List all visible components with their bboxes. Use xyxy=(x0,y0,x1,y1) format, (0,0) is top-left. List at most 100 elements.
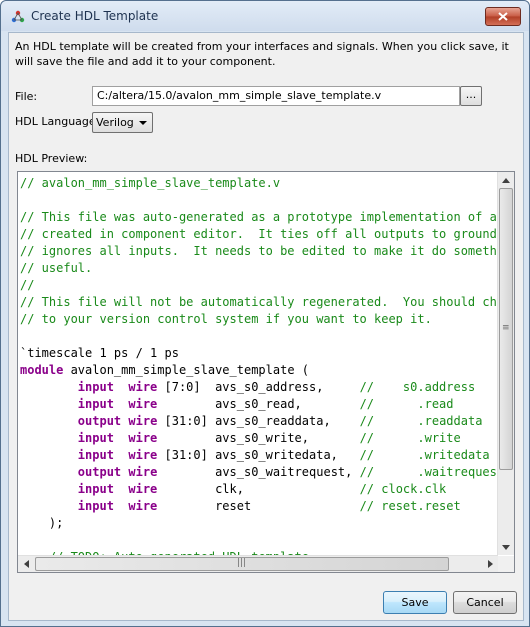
code-line: // avalon_mm_simple_slave_template.v xyxy=(20,175,500,192)
code-keyword: module xyxy=(20,363,64,377)
file-path-input[interactable]: C:/altera/15.0/avalon_mm_simple_slave_te… xyxy=(92,86,460,106)
code-text-segment: [31:0] avs_s0_writedata, xyxy=(157,448,360,462)
code-comment: // .write xyxy=(359,431,461,445)
code-keyword: wire xyxy=(128,431,158,445)
code-text-segment xyxy=(114,482,128,496)
code-keyword: output xyxy=(77,414,122,428)
code-line: ); xyxy=(20,515,500,532)
code-text-segment xyxy=(20,499,78,513)
code-keyword: input xyxy=(77,431,114,445)
code-text: // avalon_mm_simple_slave_template.v // T… xyxy=(20,175,500,555)
dropdown-arrow-icon xyxy=(139,121,147,125)
code-keyword: output xyxy=(77,465,122,479)
code-text-segment xyxy=(20,431,78,445)
horizontal-scroll-thumb[interactable]: ||| xyxy=(35,557,449,571)
code-line: module avalon_mm_simple_slave_template ( xyxy=(20,362,500,379)
code-line: // This file will not be automatically r… xyxy=(20,294,500,311)
code-comment: // s0.address xyxy=(359,380,476,394)
hdl-language-value: Verilog xyxy=(96,116,134,129)
app-icon xyxy=(11,10,25,23)
code-comment: // This file will not be automatically r… xyxy=(20,295,500,309)
code-line: input wire [7:0] avs_s0_address, // s0.a… xyxy=(20,379,500,396)
code-line: // to your version control system if you… xyxy=(20,311,500,328)
code-comment: // .readdata xyxy=(359,414,483,428)
code-line: // useful. xyxy=(20,260,500,277)
intro-text: An HDL template will be created from you… xyxy=(15,40,509,68)
scroll-up-icon[interactable] xyxy=(498,172,514,188)
code-line: input wire avs_s0_write, // .write xyxy=(20,430,500,447)
code-line: input wire [31:0] avs_s0_writedata, // .… xyxy=(20,447,500,464)
code-text-segment xyxy=(114,448,128,462)
code-text-segment xyxy=(114,397,128,411)
code-keyword: wire xyxy=(128,465,158,479)
code-line xyxy=(20,192,500,209)
close-button[interactable] xyxy=(485,7,521,26)
code-keyword: input xyxy=(77,499,114,513)
code-keyword: wire xyxy=(128,414,158,428)
hdl-preview-area[interactable]: // avalon_mm_simple_slave_template.v // T… xyxy=(17,171,515,573)
code-line: // TODO: Auto-generated HDL template xyxy=(20,549,500,555)
title-bar[interactable]: Create HDL Template xyxy=(1,1,529,31)
code-comment: // useful. xyxy=(20,261,93,275)
vertical-scrollbar[interactable]: ≡ xyxy=(497,172,514,555)
code-text-segment: clk, xyxy=(157,482,360,496)
code-keyword: wire xyxy=(128,499,158,513)
scroll-down-icon[interactable] xyxy=(498,539,514,555)
scroll-right-icon[interactable] xyxy=(482,556,498,572)
code-comment: // TODO: Auto-generated HDL template xyxy=(20,550,309,555)
window-title: Create HDL Template xyxy=(31,9,159,23)
code-line: // ignores all inputs. It needs to be ed… xyxy=(20,243,500,260)
code-keyword: wire xyxy=(128,397,158,411)
code-text-segment xyxy=(114,380,128,394)
file-label: File: xyxy=(15,90,38,103)
code-text-segment: reset xyxy=(157,499,360,513)
horizontal-scrollbar[interactable]: ||| xyxy=(18,555,498,572)
code-comment: // avalon_mm_simple_slave_template.v xyxy=(20,176,281,190)
code-comment: // clock.clk xyxy=(359,482,447,496)
code-keyword: wire xyxy=(128,380,158,394)
scroll-corner xyxy=(498,556,514,572)
code-comment: // xyxy=(20,278,35,292)
hdl-language-label: HDL Language: xyxy=(15,115,100,128)
code-comment: // .read xyxy=(359,397,454,411)
code-text-segment: avalon_mm_simple_slave_template ( xyxy=(63,363,309,377)
code-text-segment: [7:0] avs_s0_address, xyxy=(157,380,360,394)
code-text-segment: avs_s0_waitrequest, xyxy=(157,465,360,479)
code-text-segment: avs_s0_read, xyxy=(157,397,360,411)
save-button[interactable]: Save xyxy=(383,591,447,614)
scroll-left-icon[interactable] xyxy=(18,556,34,572)
code-text-segment xyxy=(20,380,78,394)
code-keyword: input xyxy=(77,448,114,462)
code-text-segment xyxy=(20,448,78,462)
code-comment: // reset.reset xyxy=(359,499,461,513)
code-line: // This file was auto-generated as a pro… xyxy=(20,209,500,226)
vertical-scroll-thumb[interactable]: ≡ xyxy=(499,188,513,470)
code-line: output wire avs_s0_waitrequest, // .wait… xyxy=(20,464,500,481)
code-keyword: wire xyxy=(128,482,158,496)
browse-button[interactable]: ... xyxy=(460,86,482,106)
code-comment: // This file was auto-generated as a pro… xyxy=(20,210,500,224)
code-line: // xyxy=(20,277,500,294)
code-text-segment xyxy=(20,465,78,479)
code-line: input wire reset // reset.reset xyxy=(20,498,500,515)
code-text-segment xyxy=(20,482,78,496)
code-keyword: input xyxy=(77,380,114,394)
code-comment: // created in component editor. It ties … xyxy=(20,227,500,241)
code-keyword: input xyxy=(77,397,114,411)
close-icon xyxy=(498,12,508,21)
code-keyword: wire xyxy=(128,448,158,462)
code-line: // created in component editor. It ties … xyxy=(20,226,500,243)
dialog-body: An HDL template will be created from you… xyxy=(8,32,524,621)
code-text-segment xyxy=(20,397,78,411)
code-comment: // .writedata xyxy=(359,448,490,462)
code-line xyxy=(20,328,500,345)
code-text-segment xyxy=(114,499,128,513)
code-comment: // to your version control system if you… xyxy=(20,312,432,326)
hdl-language-select[interactable]: Verilog xyxy=(92,112,153,133)
code-comment: // .waitrequest xyxy=(359,465,500,479)
code-line: `timescale 1 ps / 1 ps xyxy=(20,345,500,362)
code-line: input wire clk, // clock.clk xyxy=(20,481,500,498)
cancel-button[interactable]: Cancel xyxy=(453,591,517,614)
hdl-preview-label: HDL Preview: xyxy=(15,152,88,165)
